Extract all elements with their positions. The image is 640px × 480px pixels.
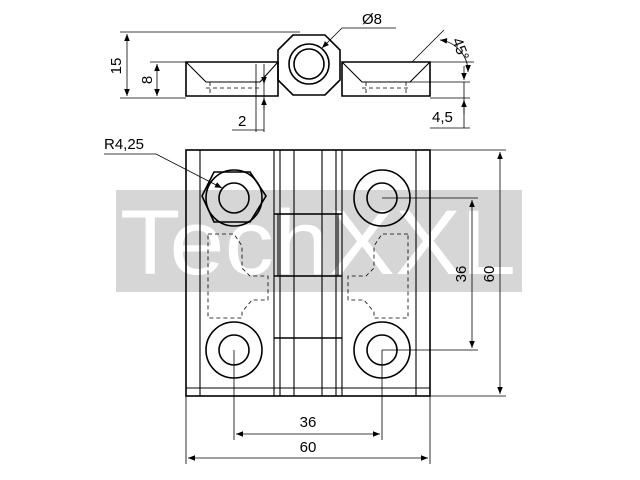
front-view-dimensions: R4,25 36 60 36 60 <box>104 136 506 464</box>
front-view-left-pocket <box>207 233 269 319</box>
dim-v60-label: 60 <box>481 266 498 283</box>
dim-v36-extension <box>382 197 478 351</box>
watermark-band <box>116 190 522 292</box>
dim-angle-extension <box>411 29 474 63</box>
front-view-knuckle-inner <box>279 150 337 396</box>
dim-h36-extension <box>233 350 383 440</box>
dim-2-extension <box>232 64 265 132</box>
hole-top-left-outer <box>205 169 263 227</box>
dim-8-label: 8 <box>139 76 156 84</box>
dim-radius-label: R4,25 <box>104 136 144 153</box>
side-view-dimensions: 15 8 2 Ø8 45° 4,5 <box>108 11 474 132</box>
dim-v36-label: 36 <box>453 266 470 283</box>
front-view-knuckle-outer <box>273 150 343 396</box>
hole-top-left-inner <box>218 182 250 214</box>
dim-15-extension <box>120 31 300 99</box>
side-view-pin-outer <box>288 43 330 85</box>
side-view-pin-inner <box>293 48 325 80</box>
side-view-left-chamfer <box>185 61 279 83</box>
hole-top-left-boss <box>201 171 267 223</box>
side-view-right-hidden <box>362 82 410 96</box>
dim-h36-label: 36 <box>300 414 317 431</box>
dim-radius-leader <box>104 153 223 189</box>
dim-angle-arc <box>439 38 471 73</box>
dim-15-label: 15 <box>108 58 125 75</box>
dim-2-label: 2 <box>238 113 246 130</box>
dim-pin-diameter-label: Ø8 <box>362 11 382 28</box>
dim-4-5-label: 4,5 <box>432 109 453 126</box>
front-view-plate <box>185 149 431 397</box>
side-view-left-hidden <box>206 82 260 96</box>
side-view <box>185 34 431 97</box>
dim-angle-label: 45° <box>448 36 472 63</box>
front-view-middle-knuckle <box>277 213 339 277</box>
dim-4-5-extension <box>410 81 470 129</box>
front-view-right-pocket <box>347 233 409 319</box>
dim-h60-label: 60 <box>300 439 317 456</box>
hole-top-left <box>201 169 267 227</box>
front-view-inner-border <box>186 150 430 396</box>
dim-h60-extension <box>185 396 431 464</box>
side-view-right-chamfer <box>341 61 431 83</box>
side-view-right-leaf <box>341 61 431 97</box>
dim-pin-diameter-leader <box>321 27 396 49</box>
dim-v60-extension <box>430 149 506 397</box>
